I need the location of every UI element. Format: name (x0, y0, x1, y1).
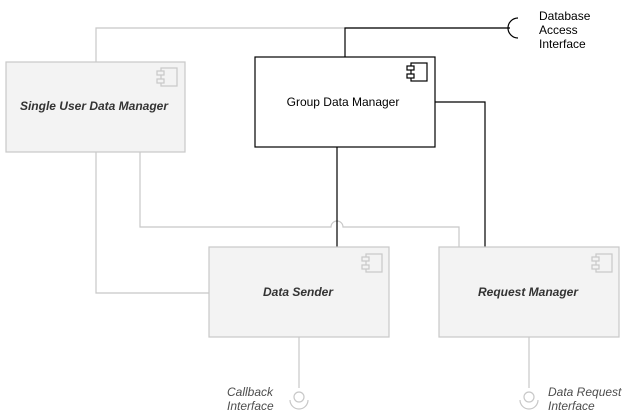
uml-component-icon (591, 253, 613, 273)
provided-interface-callback-icon (289, 391, 309, 410)
interface-label-line: Interface (227, 399, 274, 413)
interface-label-line: Interface (548, 399, 595, 413)
interface-label-database: Database Access Interface (539, 9, 591, 51)
connector-group-to-request-manager (435, 101, 486, 247)
connector-single-user-to-data-sender (95, 152, 209, 294)
interface-label-line: Interface (539, 37, 586, 51)
required-interface-socket-icon (507, 17, 519, 39)
component-label: Group Data Manager (287, 95, 400, 109)
component-label: Single User Data Manager (20, 99, 169, 113)
interface-label-line: Data Request (548, 385, 622, 399)
uml-component-icon (361, 253, 383, 273)
interface-label-line: Access (539, 23, 578, 37)
connector-single-user-to-request-manager (139, 152, 460, 247)
connector-group-to-database (344, 27, 510, 57)
component-request-manager[interactable]: Request Manager (438, 246, 620, 338)
uml-component-icon (406, 62, 428, 82)
interface-label-line: Callback (227, 385, 274, 399)
provided-interface-data-request-icon (519, 391, 539, 410)
component-single-user-data-manager[interactable]: Single User Data Manager (5, 61, 186, 153)
interface-label-line: Database (539, 9, 591, 23)
component-group-data-manager[interactable]: Group Data Manager (254, 56, 436, 148)
component-label: Request Manager (478, 285, 579, 299)
uml-component-icon (156, 67, 178, 87)
component-label: Data Sender (263, 285, 334, 299)
interface-label-callback: Callback Interface (227, 385, 274, 413)
component-data-sender[interactable]: Data Sender (208, 246, 390, 338)
interface-label-data-request: Data Request Interface (548, 385, 622, 413)
